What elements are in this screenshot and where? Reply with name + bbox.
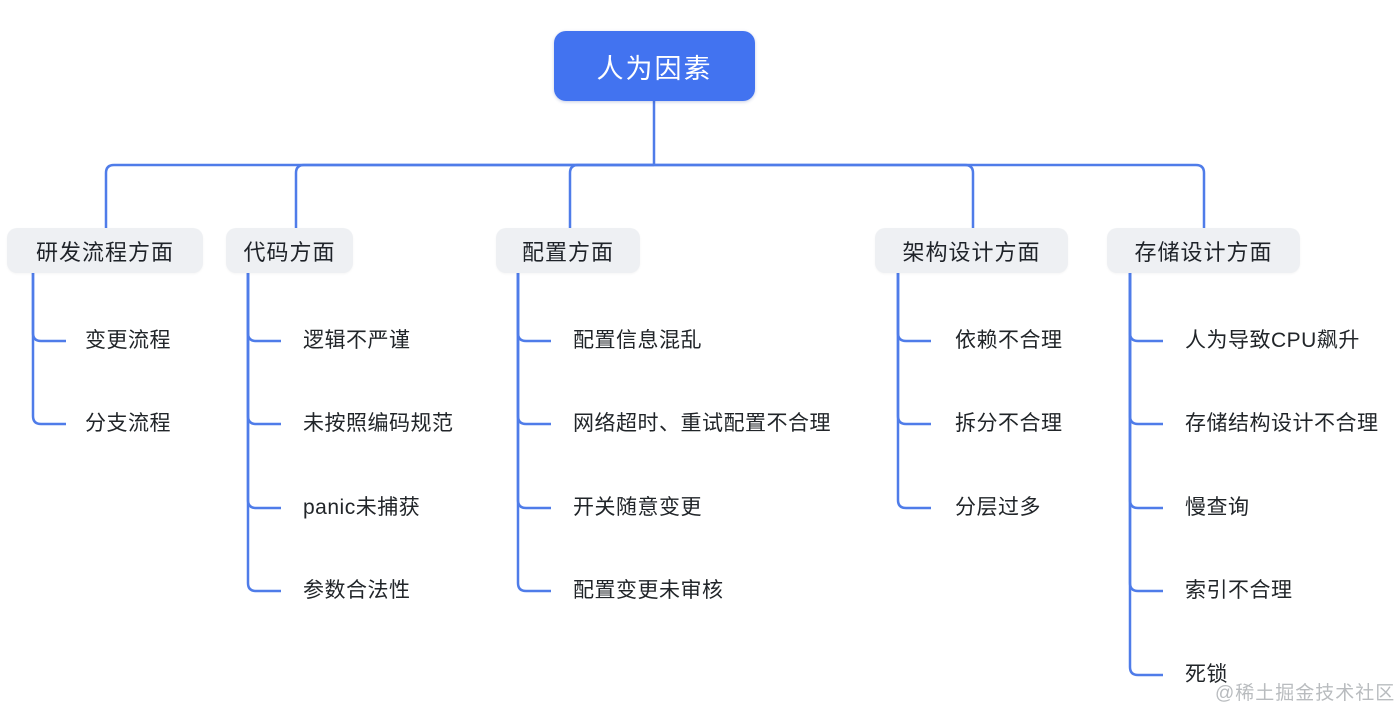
leaf-storage-structure-design[interactable]: 存储结构设计不合理 [1185, 412, 1379, 435]
connector-leaf [896, 273, 931, 510]
leaf-not-follow-coding-standard[interactable]: 未按照编码规范 [303, 412, 454, 435]
connector-leaf [896, 273, 931, 343]
connector-to-config [568, 163, 654, 228]
connector-to-architecture [654, 163, 975, 228]
leaf-too-many-layers[interactable]: 分层过多 [955, 496, 1041, 519]
root-node-human-factors[interactable]: 人为因素 [554, 31, 755, 101]
connector-leaf [896, 273, 931, 426]
leaf-config-info-chaos[interactable]: 配置信息混乱 [573, 329, 702, 352]
connector-leaf [516, 273, 551, 426]
leaf-change-process[interactable]: 变更流程 [85, 329, 171, 352]
connector-to-code [294, 163, 654, 228]
branch-node-config[interactable]: 配置方面 [496, 228, 640, 273]
connector-leaf [1128, 273, 1163, 426]
connector-leaf [516, 273, 551, 343]
leaf-config-change-unreviewed[interactable]: 配置变更未审核 [573, 579, 724, 602]
leaf-unreasonable-dependency[interactable]: 依赖不合理 [955, 329, 1063, 352]
connector-leaf [246, 273, 281, 343]
branch-node-rd-process[interactable]: 研发流程方面 [7, 228, 203, 273]
leaf-switch-arbitrary-change[interactable]: 开关随意变更 [573, 496, 702, 519]
leaf-branch-process[interactable]: 分支流程 [85, 412, 171, 435]
leaf-panic-not-caught[interactable]: panic未捕获 [303, 496, 421, 519]
connector-leaf [246, 273, 281, 593]
juejin-watermark: @稀土掘金技术社区 [1215, 683, 1396, 704]
connector-to-storage [654, 163, 1206, 228]
leaf-unreasonable-split[interactable]: 拆分不合理 [955, 412, 1063, 435]
connector-leaf [1128, 273, 1163, 593]
branch-node-storage[interactable]: 存储设计方面 [1107, 228, 1300, 273]
connector-leaf [1128, 273, 1163, 510]
leaf-deadlock[interactable]: 死锁 [1185, 663, 1228, 686]
connector-leaf [1128, 273, 1163, 677]
leaf-param-validity[interactable]: 参数合法性 [303, 579, 411, 602]
leaf-unreasonable-index[interactable]: 索引不合理 [1185, 579, 1293, 602]
leaf-slow-query[interactable]: 慢查询 [1185, 496, 1250, 519]
branch-node-architecture[interactable]: 架构设计方面 [875, 228, 1068, 273]
connector-leaf [1128, 273, 1163, 343]
connector-leaf [31, 273, 66, 426]
leaf-logic-not-rigorous[interactable]: 逻辑不严谨 [303, 329, 411, 352]
branch-node-code[interactable]: 代码方面 [226, 228, 353, 273]
connector-leaf [246, 273, 281, 426]
leaf-network-timeout-retry-config[interactable]: 网络超时、重试配置不合理 [573, 412, 831, 435]
connector-leaf [31, 273, 66, 343]
connector-to-rd-process [104, 163, 654, 228]
connector-leaf [516, 273, 551, 510]
connector-leaf [246, 273, 281, 510]
leaf-cpu-spike[interactable]: 人为导致CPU飙升 [1185, 329, 1360, 352]
connector-leaf [516, 273, 551, 593]
